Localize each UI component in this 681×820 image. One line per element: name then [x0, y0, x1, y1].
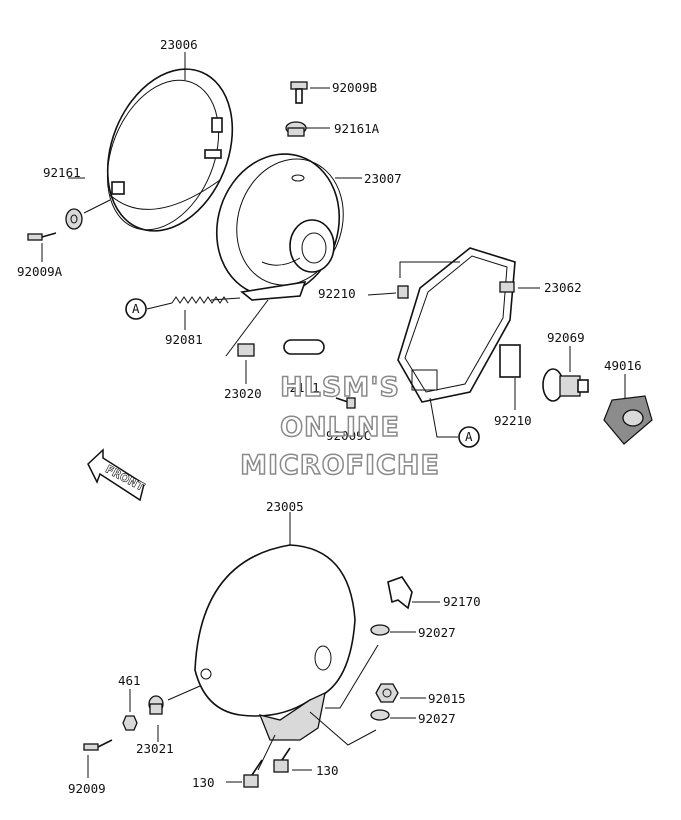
label-23020: 23020	[224, 386, 262, 401]
watermark: HLSM'S ONLINE MICROFICHE	[239, 371, 440, 482]
label-23021: 23021	[136, 741, 174, 756]
label-92027-a: 92027	[418, 625, 456, 640]
label-23006: 23006	[160, 37, 198, 52]
screw-92009B	[290, 81, 308, 104]
label-92170: 92170	[443, 594, 481, 609]
watermark-line1: HLSM'S	[280, 372, 400, 403]
bolt-130-b	[273, 747, 291, 773]
watermark-line2: ONLINE	[280, 412, 400, 443]
label-92161: 92161	[43, 165, 81, 180]
washer-92027-a	[370, 624, 390, 636]
label-49016: 49016	[604, 358, 642, 373]
label-23005: 23005	[266, 499, 304, 514]
label-92210-a: 92210	[318, 286, 356, 301]
label-callout-A1: A	[132, 301, 140, 316]
headlight-body-23007	[215, 153, 344, 301]
label-130-a: 130	[192, 775, 215, 790]
headlight-rim-23006	[106, 68, 234, 232]
headlight-cover-23005	[194, 544, 356, 741]
washer-92027-b	[370, 709, 390, 721]
label-callout-A2: A	[465, 429, 473, 444]
bolt-130-a	[243, 759, 263, 788]
label-92009B: 92009B	[332, 80, 377, 95]
cap-23020	[237, 343, 255, 357]
grommet-92161	[65, 208, 83, 230]
bulb-92069	[542, 368, 589, 402]
screw-92009	[83, 739, 113, 751]
front-arrow: FRONT	[87, 448, 147, 502]
label-92069: 92069	[547, 330, 585, 345]
nut-461	[122, 715, 138, 731]
nut-92015	[375, 683, 399, 703]
socket-49016	[603, 395, 653, 445]
label-23007: 23007	[364, 171, 402, 186]
label-23062: 23062	[544, 280, 582, 295]
label-92009A: 92009A	[17, 264, 63, 279]
grommet-92161A	[285, 121, 307, 137]
label-92009: 92009	[68, 781, 106, 796]
bracket-23062	[397, 247, 521, 403]
label-92210-b: 92210	[494, 413, 532, 428]
callout-A2-circle	[458, 426, 480, 448]
label-92161A: 92161A	[334, 121, 380, 136]
screw-92009A	[27, 232, 57, 241]
label-92027-b: 92027	[418, 711, 456, 726]
watermark-line3: MICROFICHE	[240, 450, 440, 481]
tube-92191	[283, 339, 325, 355]
callout-A-circle	[125, 298, 147, 320]
screw-92009C	[335, 397, 356, 409]
grommet-23021	[148, 695, 164, 715]
label-130-b: 130	[316, 763, 339, 778]
spring-92081	[171, 296, 241, 304]
label-92009C: 92009C	[326, 428, 371, 443]
label-92015: 92015	[428, 691, 466, 706]
clip-92170	[387, 576, 413, 610]
label-92191: 92191	[282, 380, 320, 395]
label-92081: 92081	[165, 332, 203, 347]
label-461: 461	[118, 673, 141, 688]
